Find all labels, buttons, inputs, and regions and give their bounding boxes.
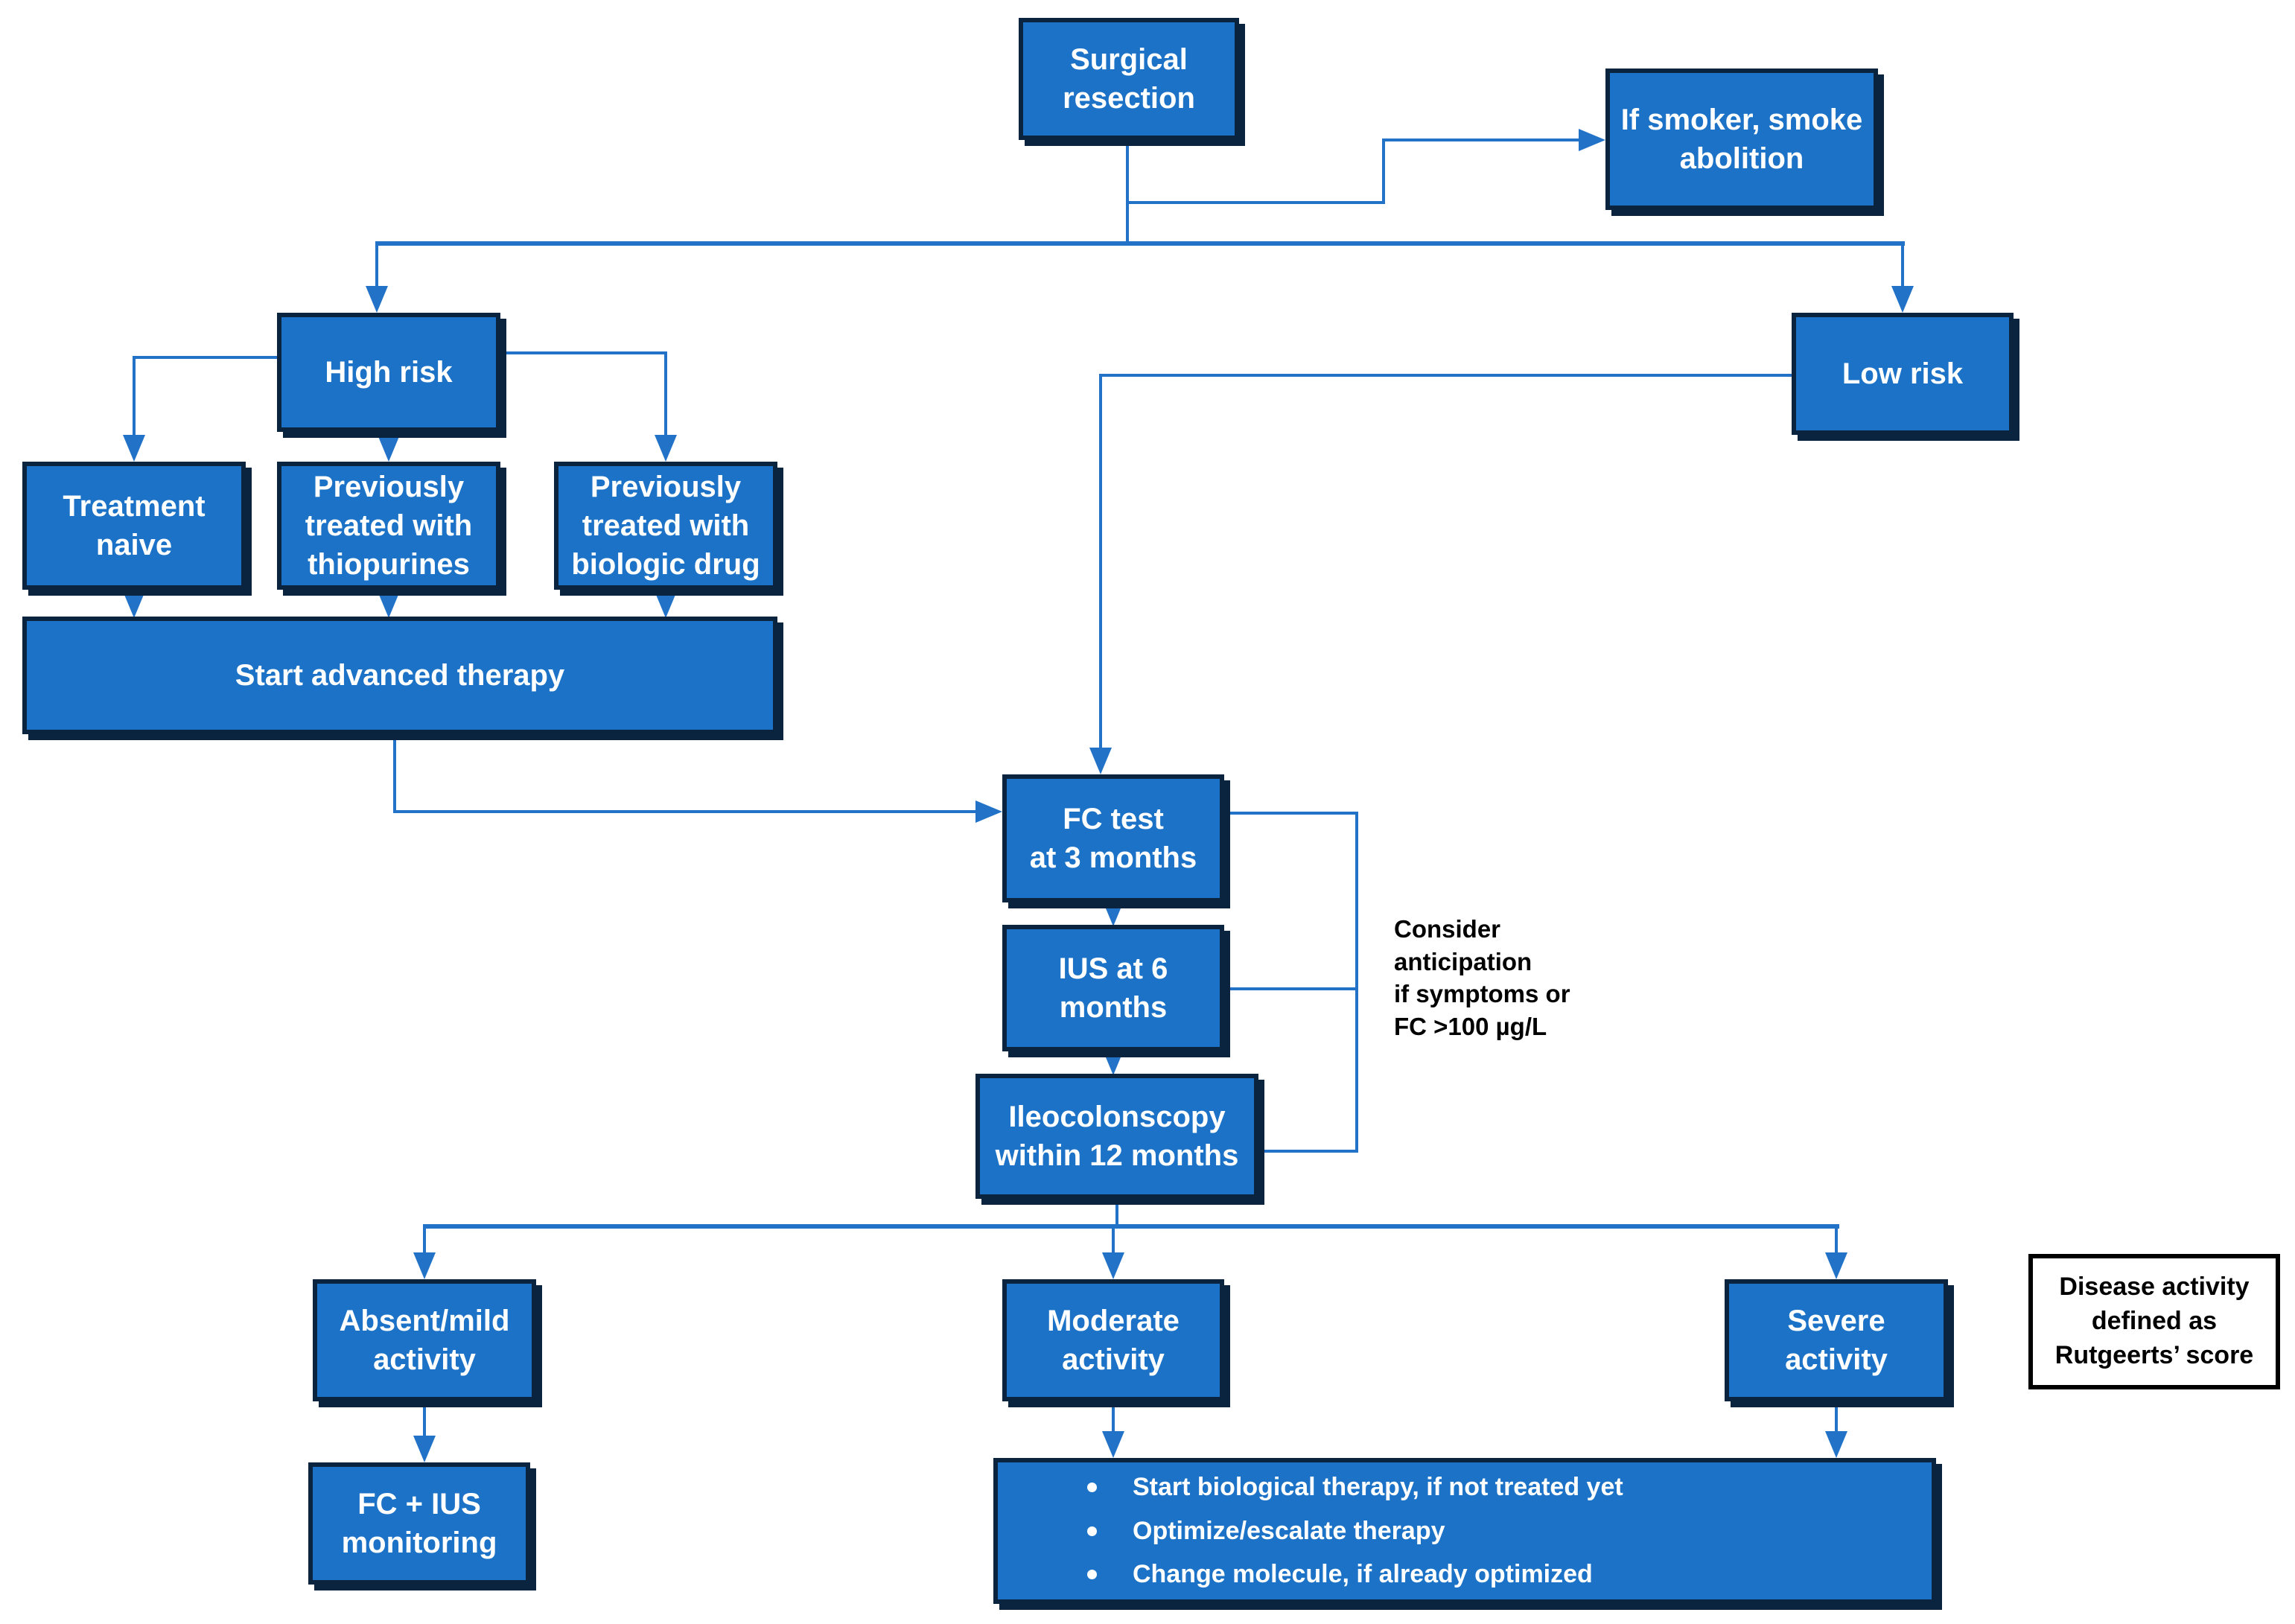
arrowhead-into-smoker	[1579, 129, 1605, 151]
node-moderate-activity: Moderate activity	[1002, 1279, 1224, 1401]
connector-highrisk-stem	[375, 241, 378, 287]
action-box: Start biological therapy, if not treated…	[993, 1458, 1936, 1604]
node-surgical-resection: Surgical resection	[1019, 18, 1239, 140]
arrowhead-into-thiopurines	[378, 435, 400, 462]
node-label: Absent/mild activity	[339, 1305, 510, 1376]
node-ius-6-months: IUS at 6 months	[1002, 925, 1224, 1051]
note-label: Disease activity defined as Rutgeerts’ s…	[2054, 1273, 2254, 1369]
node-absent-mild-activity: Absent/mild activity	[313, 1279, 536, 1401]
action-bullet-list: Start biological therapy, if not treated…	[998, 1464, 1653, 1598]
connector-activity-split	[423, 1224, 1839, 1229]
arrowhead-lowrisk-fc	[1089, 748, 1112, 774]
action-item: Start biological therapy, if not treated…	[1133, 1473, 1623, 1502]
bracket-ius-stub	[1224, 987, 1358, 990]
node-label: Surgical resection	[1063, 43, 1195, 115]
arrowhead-thiopurines-start	[378, 591, 400, 618]
arrowhead-severe-actions	[1825, 1431, 1847, 1458]
node-label: Ileocolonscopy within 12 months	[995, 1101, 1239, 1172]
arrowhead-into-low-risk	[1891, 286, 1914, 313]
connector-severe-actions	[1835, 1401, 1838, 1434]
node-if-smoker-smoke-abolition: If smoker, smoke abolition	[1605, 69, 1878, 210]
connector-absent-stem	[423, 1224, 426, 1255]
arrowhead-into-fc-test	[975, 800, 1002, 823]
node-label: IUS at 6 months	[1058, 952, 1168, 1024]
connector-risk-split	[375, 241, 1905, 246]
node-label: FC test at 3 months	[1029, 803, 1197, 874]
list-item: Optimize/escalate therapy	[1087, 1515, 1623, 1547]
arrowhead-into-absent	[413, 1252, 436, 1279]
connector-moderate-actions	[1112, 1401, 1115, 1434]
node-label: Treatment naive	[63, 490, 206, 561]
connector-lowrisk-fc-h	[1101, 374, 1792, 377]
node-fc-test-3-months: FC test at 3 months	[1002, 774, 1224, 902]
node-previously-treated-thiopurines: Previously treated with thiopurines	[277, 462, 500, 590]
connector-naive-v	[133, 356, 136, 436]
node-label: High risk	[325, 356, 453, 389]
connector-biologic-h	[499, 351, 667, 354]
node-high-risk: High risk	[277, 313, 500, 432]
node-treatment-naive: Treatment naive	[22, 462, 246, 590]
arrowhead-into-severe	[1825, 1252, 1847, 1279]
connector-naive-h	[133, 356, 278, 359]
arrowhead-into-naive	[123, 435, 145, 462]
bullet-icon	[1087, 1526, 1097, 1536]
connector-smoker-branch-h	[1126, 201, 1385, 204]
bullet-icon	[1087, 1570, 1097, 1579]
bracket-fc-stub	[1224, 812, 1358, 815]
connector-start-fc-h	[393, 810, 975, 813]
action-item: Optimize/escalate therapy	[1133, 1516, 1445, 1545]
node-low-risk: Low risk	[1792, 313, 2014, 435]
arrowhead-biologic-start	[655, 591, 677, 618]
arrowhead-into-moderate	[1102, 1252, 1124, 1279]
node-label: Previously treated with biologic drug	[571, 471, 760, 581]
connector-biologic-v	[664, 351, 667, 436]
connector-moderate-stem	[1112, 1224, 1115, 1255]
arrowhead-naive-start	[123, 591, 145, 618]
connector-ileo-split-stem	[1115, 1199, 1118, 1227]
node-label: Previously treated with thiopurines	[305, 471, 473, 581]
node-severe-activity: Severe activity	[1725, 1279, 1948, 1401]
bracket-vertical	[1355, 812, 1358, 1153]
connector-lowrisk-stem	[1901, 241, 1904, 287]
node-label: Low risk	[1842, 357, 1964, 390]
bullet-icon	[1087, 1483, 1097, 1492]
node-label: Moderate activity	[1047, 1305, 1180, 1376]
connector-absent-monitoring	[423, 1401, 426, 1439]
arrowhead-moderate-actions	[1102, 1431, 1124, 1458]
list-item: Start biological therapy, if not treated…	[1087, 1471, 1623, 1503]
node-label: Start advanced therapy	[235, 659, 565, 692]
annotation-consider-anticipation: Consider anticipation if symptoms or FC …	[1394, 915, 1570, 1040]
node-fc-ius-monitoring: FC + IUS monitoring	[308, 1462, 530, 1585]
node-ileocolonscopy-12-months: Ileocolonscopy within 12 months	[975, 1074, 1258, 1199]
arrowhead-into-high-risk	[366, 286, 388, 313]
arrowhead-into-ius	[1102, 899, 1124, 926]
node-start-advanced-therapy: Start advanced therapy	[22, 617, 777, 734]
connector-lowrisk-fc-v	[1099, 374, 1102, 749]
connector-smoker-branch-h2	[1382, 138, 1579, 141]
node-label: Severe activity	[1785, 1305, 1888, 1376]
node-label: FC + IUS monitoring	[341, 1488, 497, 1559]
action-item: Change molecule, if already optimized	[1133, 1560, 1593, 1589]
connector-smoker-branch-v	[1382, 138, 1385, 204]
arrowhead-into-monitoring	[413, 1436, 436, 1462]
node-previously-treated-biologic: Previously treated with biologic drug	[554, 462, 777, 590]
arrowhead-into-biologic	[655, 435, 677, 462]
bracket-ileo-stub	[1258, 1150, 1358, 1153]
list-item: Change molecule, if already optimized	[1087, 1558, 1623, 1590]
connector-surgical-down	[1126, 138, 1129, 244]
connector-start-fc-v	[393, 734, 396, 813]
node-label: If smoker, smoke abolition	[1620, 104, 1863, 175]
note-disease-activity-rutgeerts: Disease activity defined as Rutgeerts’ s…	[2028, 1254, 2280, 1389]
arrowhead-into-ileo	[1102, 1048, 1124, 1075]
connector-severe-stem	[1835, 1224, 1838, 1255]
